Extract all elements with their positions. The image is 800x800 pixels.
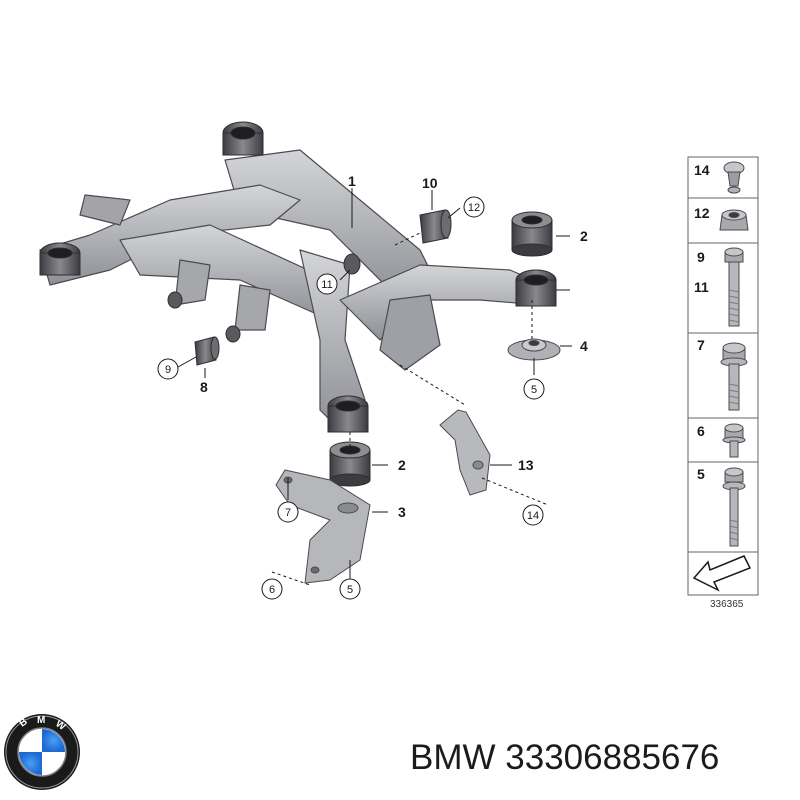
callout-9: 9 (165, 364, 171, 376)
callout-labels: 1 10 12 11 2 4 5 9 8 2 3 13 14 7 6 5 (157, 173, 588, 600)
callout-11: 11 (321, 279, 332, 291)
bolt-6-icon (722, 423, 746, 458)
callout-5-lower: 5 (347, 584, 353, 596)
bolt-9-11-icon (724, 247, 744, 327)
callout-14: 14 (527, 510, 539, 522)
rubber-mount-2-lower (329, 441, 371, 487)
legend-row-11: 11 (694, 279, 709, 295)
washer-4 (507, 338, 561, 361)
callout-6: 6 (269, 584, 275, 596)
leader-lines (177, 188, 572, 586)
legend-row-9: 9 (697, 249, 705, 265)
legend-row-7: 7 (697, 337, 705, 353)
brand-part-number: BMW 33306885676 (410, 738, 720, 777)
bushing-10 (419, 209, 452, 244)
legend-row-12: 12 (694, 205, 710, 221)
callout-12: 12 (468, 202, 480, 214)
svg-text:M: M (37, 715, 45, 726)
arrow-icon (692, 555, 752, 592)
bmw-logo: B M W (4, 714, 80, 790)
legend-row-5: 5 (697, 466, 705, 482)
support-plate-3 (275, 469, 371, 584)
callout-4: 4 (580, 338, 588, 354)
bolt-7-icon (720, 342, 748, 411)
callout-3: 3 (398, 504, 406, 520)
bolt-5-icon (722, 467, 746, 547)
clip-14-icon (723, 161, 745, 194)
bushing-8 (194, 336, 220, 366)
callout-2-upper: 2 (580, 228, 588, 244)
frame-bushings (39, 121, 557, 433)
callout-5-upper: 5 (531, 384, 537, 396)
legend-row-14: 14 (694, 162, 710, 178)
callout-1: 1 (348, 173, 356, 189)
nut-12-icon (719, 209, 749, 231)
callout-2-lower: 2 (398, 457, 406, 473)
fastener-legend: 14 12 9 11 7 6 5 (687, 156, 759, 596)
callout-8: 8 (200, 379, 208, 395)
callout-10: 10 (422, 175, 438, 191)
rear-axle-subframe (39, 149, 546, 431)
legend-row-6: 6 (697, 423, 705, 439)
rubber-mount-2-upper (511, 211, 553, 257)
callout-13: 13 (518, 457, 534, 473)
callout-7: 7 (285, 507, 291, 519)
diagram-number: 336365 (710, 599, 744, 610)
bracket-13 (439, 409, 491, 496)
